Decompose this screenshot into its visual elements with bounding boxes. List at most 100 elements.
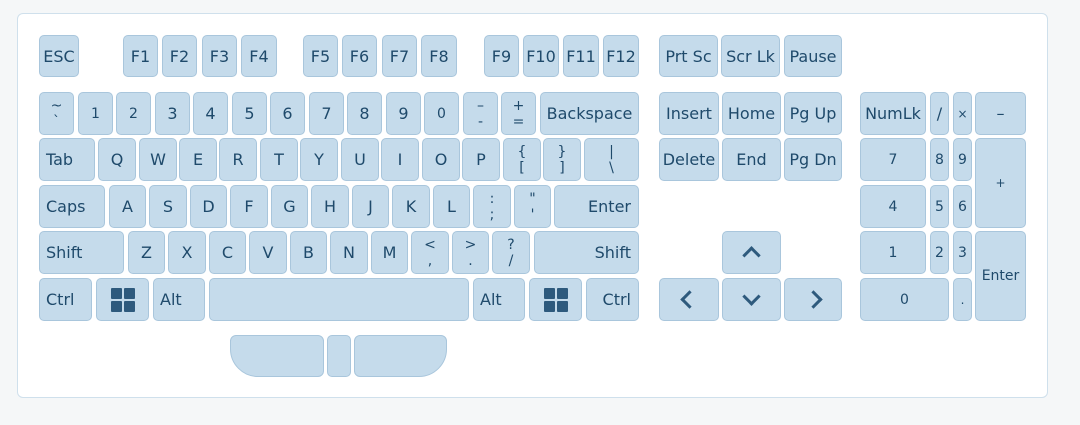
key-h[interactable]: H bbox=[311, 185, 349, 228]
trackpad-right-button[interactable] bbox=[354, 335, 447, 377]
key-n[interactable]: N bbox=[330, 231, 368, 274]
key-ctrl-right[interactable]: Ctrl bbox=[586, 278, 639, 321]
key-caps-lock[interactable]: Caps bbox=[39, 185, 105, 228]
key-d[interactable]: D bbox=[190, 185, 227, 228]
key-b[interactable]: B bbox=[290, 231, 327, 274]
key-y[interactable]: Y bbox=[300, 138, 338, 181]
trackpad-left-button[interactable] bbox=[230, 335, 324, 377]
key-minus[interactable]: –- bbox=[463, 92, 498, 135]
key-quote[interactable]: "' bbox=[514, 185, 551, 228]
key-z[interactable]: Z bbox=[128, 231, 165, 274]
key-numpad-divide[interactable]: / bbox=[930, 92, 949, 135]
key-numpad-8[interactable]: 8 bbox=[930, 138, 949, 181]
key-semicolon[interactable]: :; bbox=[473, 185, 511, 228]
key-c[interactable]: C bbox=[209, 231, 246, 274]
key-f4[interactable]: F4 bbox=[241, 35, 277, 77]
key-q[interactable]: Q bbox=[98, 138, 136, 181]
key-f6[interactable]: F6 bbox=[342, 35, 377, 77]
key-f3[interactable]: F3 bbox=[202, 35, 237, 77]
key-o[interactable]: O bbox=[422, 138, 460, 181]
key-l[interactable]: L bbox=[433, 185, 470, 228]
key-arrow-left[interactable] bbox=[659, 278, 719, 321]
key-e[interactable]: E bbox=[179, 138, 217, 181]
key-j[interactable]: J bbox=[352, 185, 389, 228]
key-f7[interactable]: F7 bbox=[382, 35, 417, 77]
key-numpad-plus[interactable]: + bbox=[975, 138, 1026, 228]
key-numpad-9[interactable]: 9 bbox=[953, 138, 972, 181]
key-t[interactable]: T bbox=[260, 138, 298, 181]
key-u[interactable]: U bbox=[341, 138, 379, 181]
key-numpad-1[interactable]: 1 bbox=[860, 231, 926, 274]
key-f11[interactable]: F11 bbox=[563, 35, 599, 77]
key-1[interactable]: 1 bbox=[78, 92, 113, 135]
key-f5[interactable]: F5 bbox=[303, 35, 338, 77]
key-f10[interactable]: F10 bbox=[523, 35, 559, 77]
key-insert[interactable]: Insert bbox=[659, 92, 719, 135]
key-numpad-7[interactable]: 7 bbox=[860, 138, 926, 181]
key-arrow-up[interactable] bbox=[722, 231, 781, 274]
key-9[interactable]: 9 bbox=[386, 92, 421, 135]
key-num-lock[interactable]: NumLk bbox=[860, 92, 926, 135]
key-g[interactable]: G bbox=[271, 185, 308, 228]
key-4[interactable]: 4 bbox=[193, 92, 228, 135]
key-tilde[interactable]: ~` bbox=[39, 92, 74, 135]
key-6[interactable]: 6 bbox=[270, 92, 305, 135]
key-3[interactable]: 3 bbox=[155, 92, 190, 135]
key-numpad-multiply[interactable]: × bbox=[953, 92, 972, 135]
key-shift-right[interactable]: Shift bbox=[534, 231, 639, 274]
key-windows-left[interactable] bbox=[96, 278, 149, 321]
key-backspace[interactable]: Backspace bbox=[540, 92, 639, 135]
key-numpad-5[interactable]: 5 bbox=[930, 185, 949, 228]
key-esc[interactable]: ESC bbox=[39, 35, 79, 77]
key-7[interactable]: 7 bbox=[309, 92, 344, 135]
key-s[interactable]: S bbox=[149, 185, 187, 228]
key-tab[interactable]: Tab bbox=[39, 138, 95, 181]
key-print-screen[interactable]: Prt Sc bbox=[659, 35, 718, 77]
key-right-bracket[interactable]: }] bbox=[543, 138, 581, 181]
key-page-down[interactable]: Pg Dn bbox=[784, 138, 842, 181]
key-equal[interactable]: += bbox=[501, 92, 536, 135]
key-m[interactable]: M bbox=[371, 231, 408, 274]
key-period[interactable]: >. bbox=[452, 231, 489, 274]
key-ctrl-left[interactable]: Ctrl bbox=[39, 278, 92, 321]
key-end[interactable]: End bbox=[722, 138, 781, 181]
key-k[interactable]: K bbox=[392, 185, 430, 228]
key-arrow-right[interactable] bbox=[784, 278, 842, 321]
key-left-bracket[interactable]: {[ bbox=[503, 138, 541, 181]
key-f12[interactable]: F12 bbox=[603, 35, 639, 77]
key-delete[interactable]: Delete bbox=[659, 138, 719, 181]
key-8[interactable]: 8 bbox=[347, 92, 382, 135]
key-scroll-lock[interactable]: Scr Lk bbox=[721, 35, 780, 77]
key-windows-right[interactable] bbox=[529, 278, 582, 321]
key-p[interactable]: P bbox=[462, 138, 500, 181]
key-alt-left[interactable]: Alt bbox=[153, 278, 205, 321]
key-arrow-down[interactable] bbox=[722, 278, 781, 321]
key-pause[interactable]: Pause bbox=[784, 35, 842, 77]
key-5[interactable]: 5 bbox=[232, 92, 267, 135]
key-v[interactable]: V bbox=[249, 231, 287, 274]
key-f8[interactable]: F8 bbox=[421, 35, 457, 77]
key-f[interactable]: F bbox=[230, 185, 268, 228]
trackpad-middle-button[interactable] bbox=[327, 335, 351, 377]
key-home[interactable]: Home bbox=[722, 92, 781, 135]
key-backslash[interactable]: |\ bbox=[584, 138, 639, 181]
key-shift-left[interactable]: Shift bbox=[39, 231, 124, 274]
key-0[interactable]: 0 bbox=[424, 92, 459, 135]
key-numpad-0[interactable]: 0 bbox=[860, 278, 949, 321]
key-numpad-2[interactable]: 2 bbox=[930, 231, 949, 274]
key-f1[interactable]: F1 bbox=[123, 35, 158, 77]
key-numpad-4[interactable]: 4 bbox=[860, 185, 926, 228]
key-numpad-minus[interactable]: – bbox=[975, 92, 1026, 135]
key-2[interactable]: 2 bbox=[116, 92, 151, 135]
key-numpad-6[interactable]: 6 bbox=[953, 185, 972, 228]
key-r[interactable]: R bbox=[219, 138, 257, 181]
key-x[interactable]: X bbox=[168, 231, 206, 274]
key-page-up[interactable]: Pg Up bbox=[784, 92, 842, 135]
key-comma[interactable]: <, bbox=[411, 231, 449, 274]
key-numpad-3[interactable]: 3 bbox=[953, 231, 972, 274]
key-i[interactable]: I bbox=[381, 138, 419, 181]
key-slash[interactable]: ?/ bbox=[492, 231, 530, 274]
key-enter[interactable]: Enter bbox=[554, 185, 639, 228]
key-w[interactable]: W bbox=[139, 138, 177, 181]
key-f2[interactable]: F2 bbox=[162, 35, 197, 77]
